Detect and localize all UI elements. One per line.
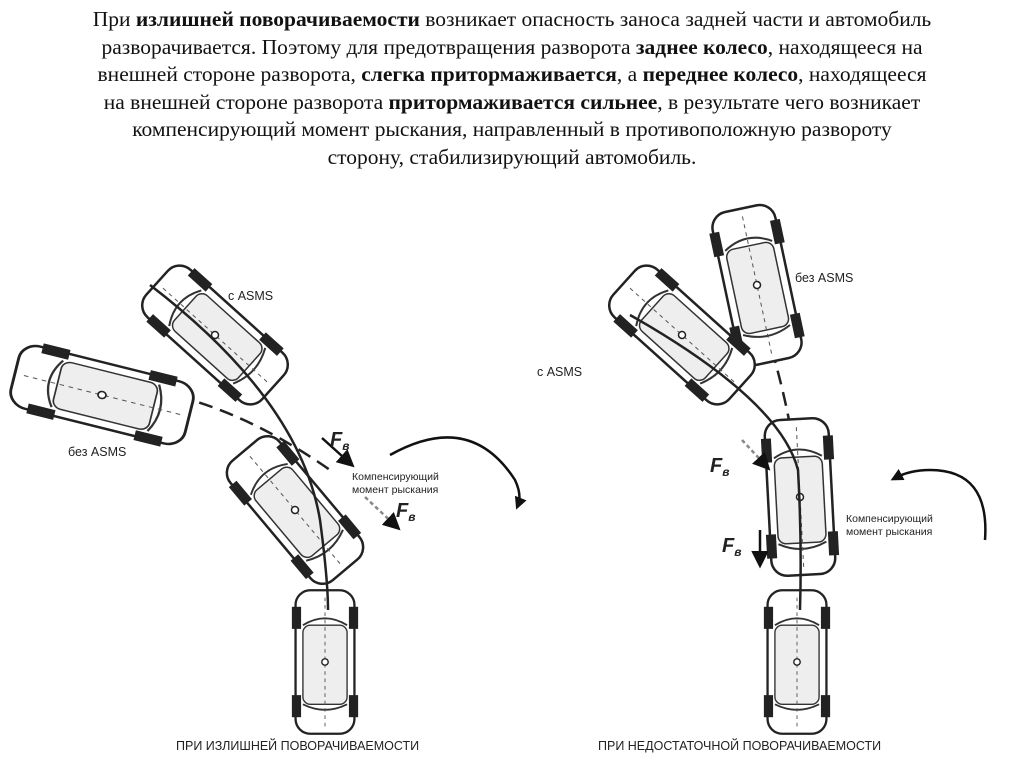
left-moment-label-1: Компенсирующий (352, 471, 439, 483)
left-caption: ПРИ ИЗЛИШНЕЙ ПОВОРАЧИВАЕМОСТИ (176, 738, 419, 753)
right-caption: ПРИ НЕДОСТАТОЧНОЙ ПОВОРАЧИВАЕМОСТИ (598, 738, 881, 753)
text-segment: сторону, стабилизирующий автомобиль. (327, 144, 697, 169)
right-yaw-arrow (890, 468, 987, 541)
paragraph-line: на внешней стороне разворота притормажив… (0, 89, 1024, 117)
bold-phrase: переднее колесо (642, 62, 799, 86)
paragraph-line: При излишней поворачиваемости возникает … (0, 6, 1024, 34)
left-with-asms-label: с ASMS (228, 289, 273, 303)
left-force-label-1: Fв (330, 429, 349, 453)
text-segment: , находящееся на (767, 34, 923, 59)
right-force-arrow-1 (741, 439, 771, 471)
text-segment: При (92, 7, 136, 31)
left-force-arrow-2 (364, 496, 401, 531)
left-force-arrow-1 (321, 437, 355, 468)
text-segment: , в результате чего возникает (657, 89, 921, 114)
right-with-asms-label: с ASMS (537, 365, 582, 379)
right-moment-label-2: момент рыскания (846, 526, 932, 538)
bold-phrase: излишней поворачиваемости (135, 7, 420, 31)
paragraph-line: компенсирующий момент рыскания, направле… (0, 116, 1024, 144)
left-car-bottom (290, 589, 360, 735)
text-segment: разворачивается. Поэтому для предотвраще… (101, 34, 636, 59)
right-without-asms-label: без ASMS (795, 271, 853, 285)
left-solid-path (149, 284, 330, 611)
text-segment: , находящееся (798, 62, 927, 86)
bold-phrase: слегка притормаживается (361, 62, 617, 86)
left-moment-label-2: момент рыскания (352, 484, 438, 496)
left-yaw-arrow (389, 436, 527, 510)
paragraph-line: разворачивается. Поэтому для предотвраще… (0, 34, 1024, 62)
right-car-bottom (762, 589, 832, 735)
text-segment: внешней стороне разворота, (97, 62, 362, 86)
left-without-asms-label: без ASMS (68, 445, 126, 459)
left-force-label-2: Fв (396, 500, 415, 524)
right-force-label-1: Fв (710, 455, 729, 479)
text-segment: компенсирующий момент рыскания, направле… (132, 117, 892, 141)
left-car-without-asms (4, 336, 200, 454)
explanation-paragraph: При излишней поворачиваемости возникает … (0, 6, 1024, 171)
paragraph-line: сторону, стабилизирующий автомобиль. (0, 144, 1024, 172)
right-force-label-2: Fв (722, 535, 741, 559)
paragraph-line: внешней стороне разворота, слегка притор… (0, 61, 1024, 89)
right-solid-path (629, 313, 802, 611)
text-segment: на внешней стороне разворота (103, 89, 389, 114)
text-segment: , а (616, 62, 643, 86)
bold-phrase: притормаживается сильнее (388, 89, 658, 114)
bold-phrase: заднее колесо (635, 34, 768, 59)
text-segment: возникает опасность заноса задней части … (419, 7, 932, 31)
right-moment-label-1: Компенсирующий (846, 513, 933, 525)
